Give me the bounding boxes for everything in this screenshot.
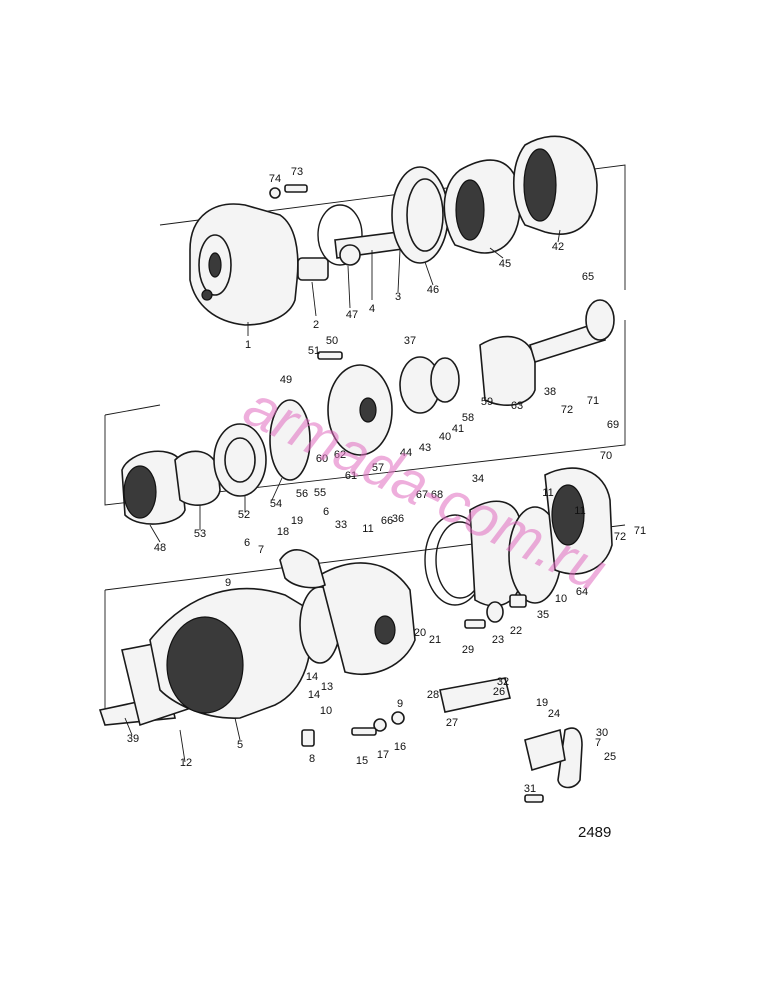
callout-55: 55 bbox=[314, 487, 326, 499]
callout-12: 12 bbox=[180, 757, 192, 769]
callout-labels: 1234566778991010111111121314141516171819… bbox=[127, 166, 646, 795]
middle-assembly bbox=[121, 299, 615, 525]
callout-74: 74 bbox=[269, 173, 281, 185]
callout-11: 11 bbox=[574, 505, 585, 517]
callout-30: 30 bbox=[596, 727, 608, 739]
callout-18: 18 bbox=[277, 526, 289, 538]
callout-37: 37 bbox=[404, 335, 416, 347]
callout-53: 53 bbox=[194, 528, 206, 540]
callout-17: 17 bbox=[377, 749, 389, 761]
callout-5: 5 bbox=[237, 739, 243, 751]
callout-57: 57 bbox=[372, 462, 384, 474]
callout-20: 20 bbox=[414, 627, 426, 639]
callout-60: 60 bbox=[316, 453, 328, 465]
top-assembly bbox=[189, 135, 598, 326]
callout-48: 48 bbox=[154, 542, 166, 554]
callout-71: 71 bbox=[587, 395, 599, 407]
callout-59: 59 bbox=[481, 396, 493, 408]
callout-14: 14 bbox=[308, 689, 320, 701]
callout-43: 43 bbox=[419, 442, 431, 454]
callout-54: 54 bbox=[270, 498, 282, 510]
callout-32: 32 bbox=[497, 676, 509, 688]
callout-44: 44 bbox=[400, 447, 412, 459]
callout-28: 28 bbox=[427, 689, 439, 701]
callout-70: 70 bbox=[600, 450, 612, 462]
callout-25: 25 bbox=[604, 751, 616, 763]
callout-29: 29 bbox=[462, 644, 474, 656]
drawing-number: 2489 bbox=[578, 824, 611, 841]
callout-41: 41 bbox=[452, 423, 464, 435]
callout-68: 68 bbox=[431, 489, 443, 501]
callout-23: 23 bbox=[492, 634, 504, 646]
callout-9: 9 bbox=[397, 698, 403, 710]
callout-4: 4 bbox=[369, 303, 375, 315]
callout-6: 6 bbox=[323, 506, 329, 518]
callout-50: 50 bbox=[326, 335, 338, 347]
callout-45: 45 bbox=[499, 258, 511, 270]
callout-72: 72 bbox=[614, 531, 626, 543]
callout-15: 15 bbox=[356, 755, 368, 767]
callout-9: 9 bbox=[225, 577, 231, 589]
callout-10: 10 bbox=[320, 705, 332, 717]
callout-46: 46 bbox=[427, 284, 439, 296]
callout-42: 42 bbox=[552, 241, 564, 253]
lower-assembly bbox=[98, 467, 613, 803]
callout-67: 67 bbox=[416, 489, 428, 501]
callout-19: 19 bbox=[291, 515, 303, 527]
callout-1: 1 bbox=[245, 339, 251, 351]
callout-40: 40 bbox=[439, 431, 451, 443]
callout-10: 10 bbox=[555, 593, 567, 605]
callout-66: 66 bbox=[381, 515, 393, 527]
callout-73: 73 bbox=[291, 166, 303, 178]
callout-7: 7 bbox=[595, 737, 601, 749]
callout-69: 69 bbox=[607, 419, 619, 431]
callout-31: 31 bbox=[524, 783, 536, 795]
callout-8: 8 bbox=[309, 753, 315, 765]
callout-51: 51 bbox=[308, 345, 320, 357]
callout-72: 72 bbox=[561, 404, 573, 416]
leader-lines bbox=[124, 229, 561, 763]
callout-24: 24 bbox=[548, 708, 560, 720]
callout-71: 71 bbox=[634, 525, 646, 537]
callout-27: 27 bbox=[446, 717, 458, 729]
callout-11: 11 bbox=[542, 487, 553, 499]
callout-47: 47 bbox=[346, 309, 358, 321]
callout-7: 7 bbox=[258, 544, 264, 556]
callout-34: 34 bbox=[472, 473, 484, 485]
callout-19: 19 bbox=[536, 697, 548, 709]
callout-38: 38 bbox=[544, 386, 556, 398]
callout-16: 16 bbox=[394, 741, 406, 753]
callout-64: 64 bbox=[576, 586, 588, 598]
callout-52: 52 bbox=[238, 509, 250, 521]
callout-35: 35 bbox=[537, 609, 549, 621]
callout-56: 56 bbox=[296, 488, 308, 500]
callout-2: 2 bbox=[313, 319, 319, 331]
callout-21: 21 bbox=[429, 634, 441, 646]
callout-13: 13 bbox=[321, 681, 333, 693]
callout-26: 26 bbox=[493, 686, 505, 698]
callout-3: 3 bbox=[395, 291, 401, 303]
callout-62: 62 bbox=[334, 449, 346, 461]
callout-6: 6 bbox=[244, 537, 250, 549]
callout-39: 39 bbox=[127, 733, 139, 745]
callout-33: 33 bbox=[335, 519, 347, 531]
callout-22: 22 bbox=[510, 625, 522, 637]
callout-65: 65 bbox=[582, 271, 594, 283]
callout-61: 61 bbox=[345, 470, 357, 482]
callout-58: 58 bbox=[462, 412, 474, 424]
callout-36: 36 bbox=[392, 513, 404, 525]
callout-63: 63 bbox=[511, 400, 523, 412]
callout-49: 49 bbox=[280, 374, 292, 386]
callout-14: 14 bbox=[306, 671, 318, 683]
callout-11: 11 bbox=[362, 523, 373, 535]
